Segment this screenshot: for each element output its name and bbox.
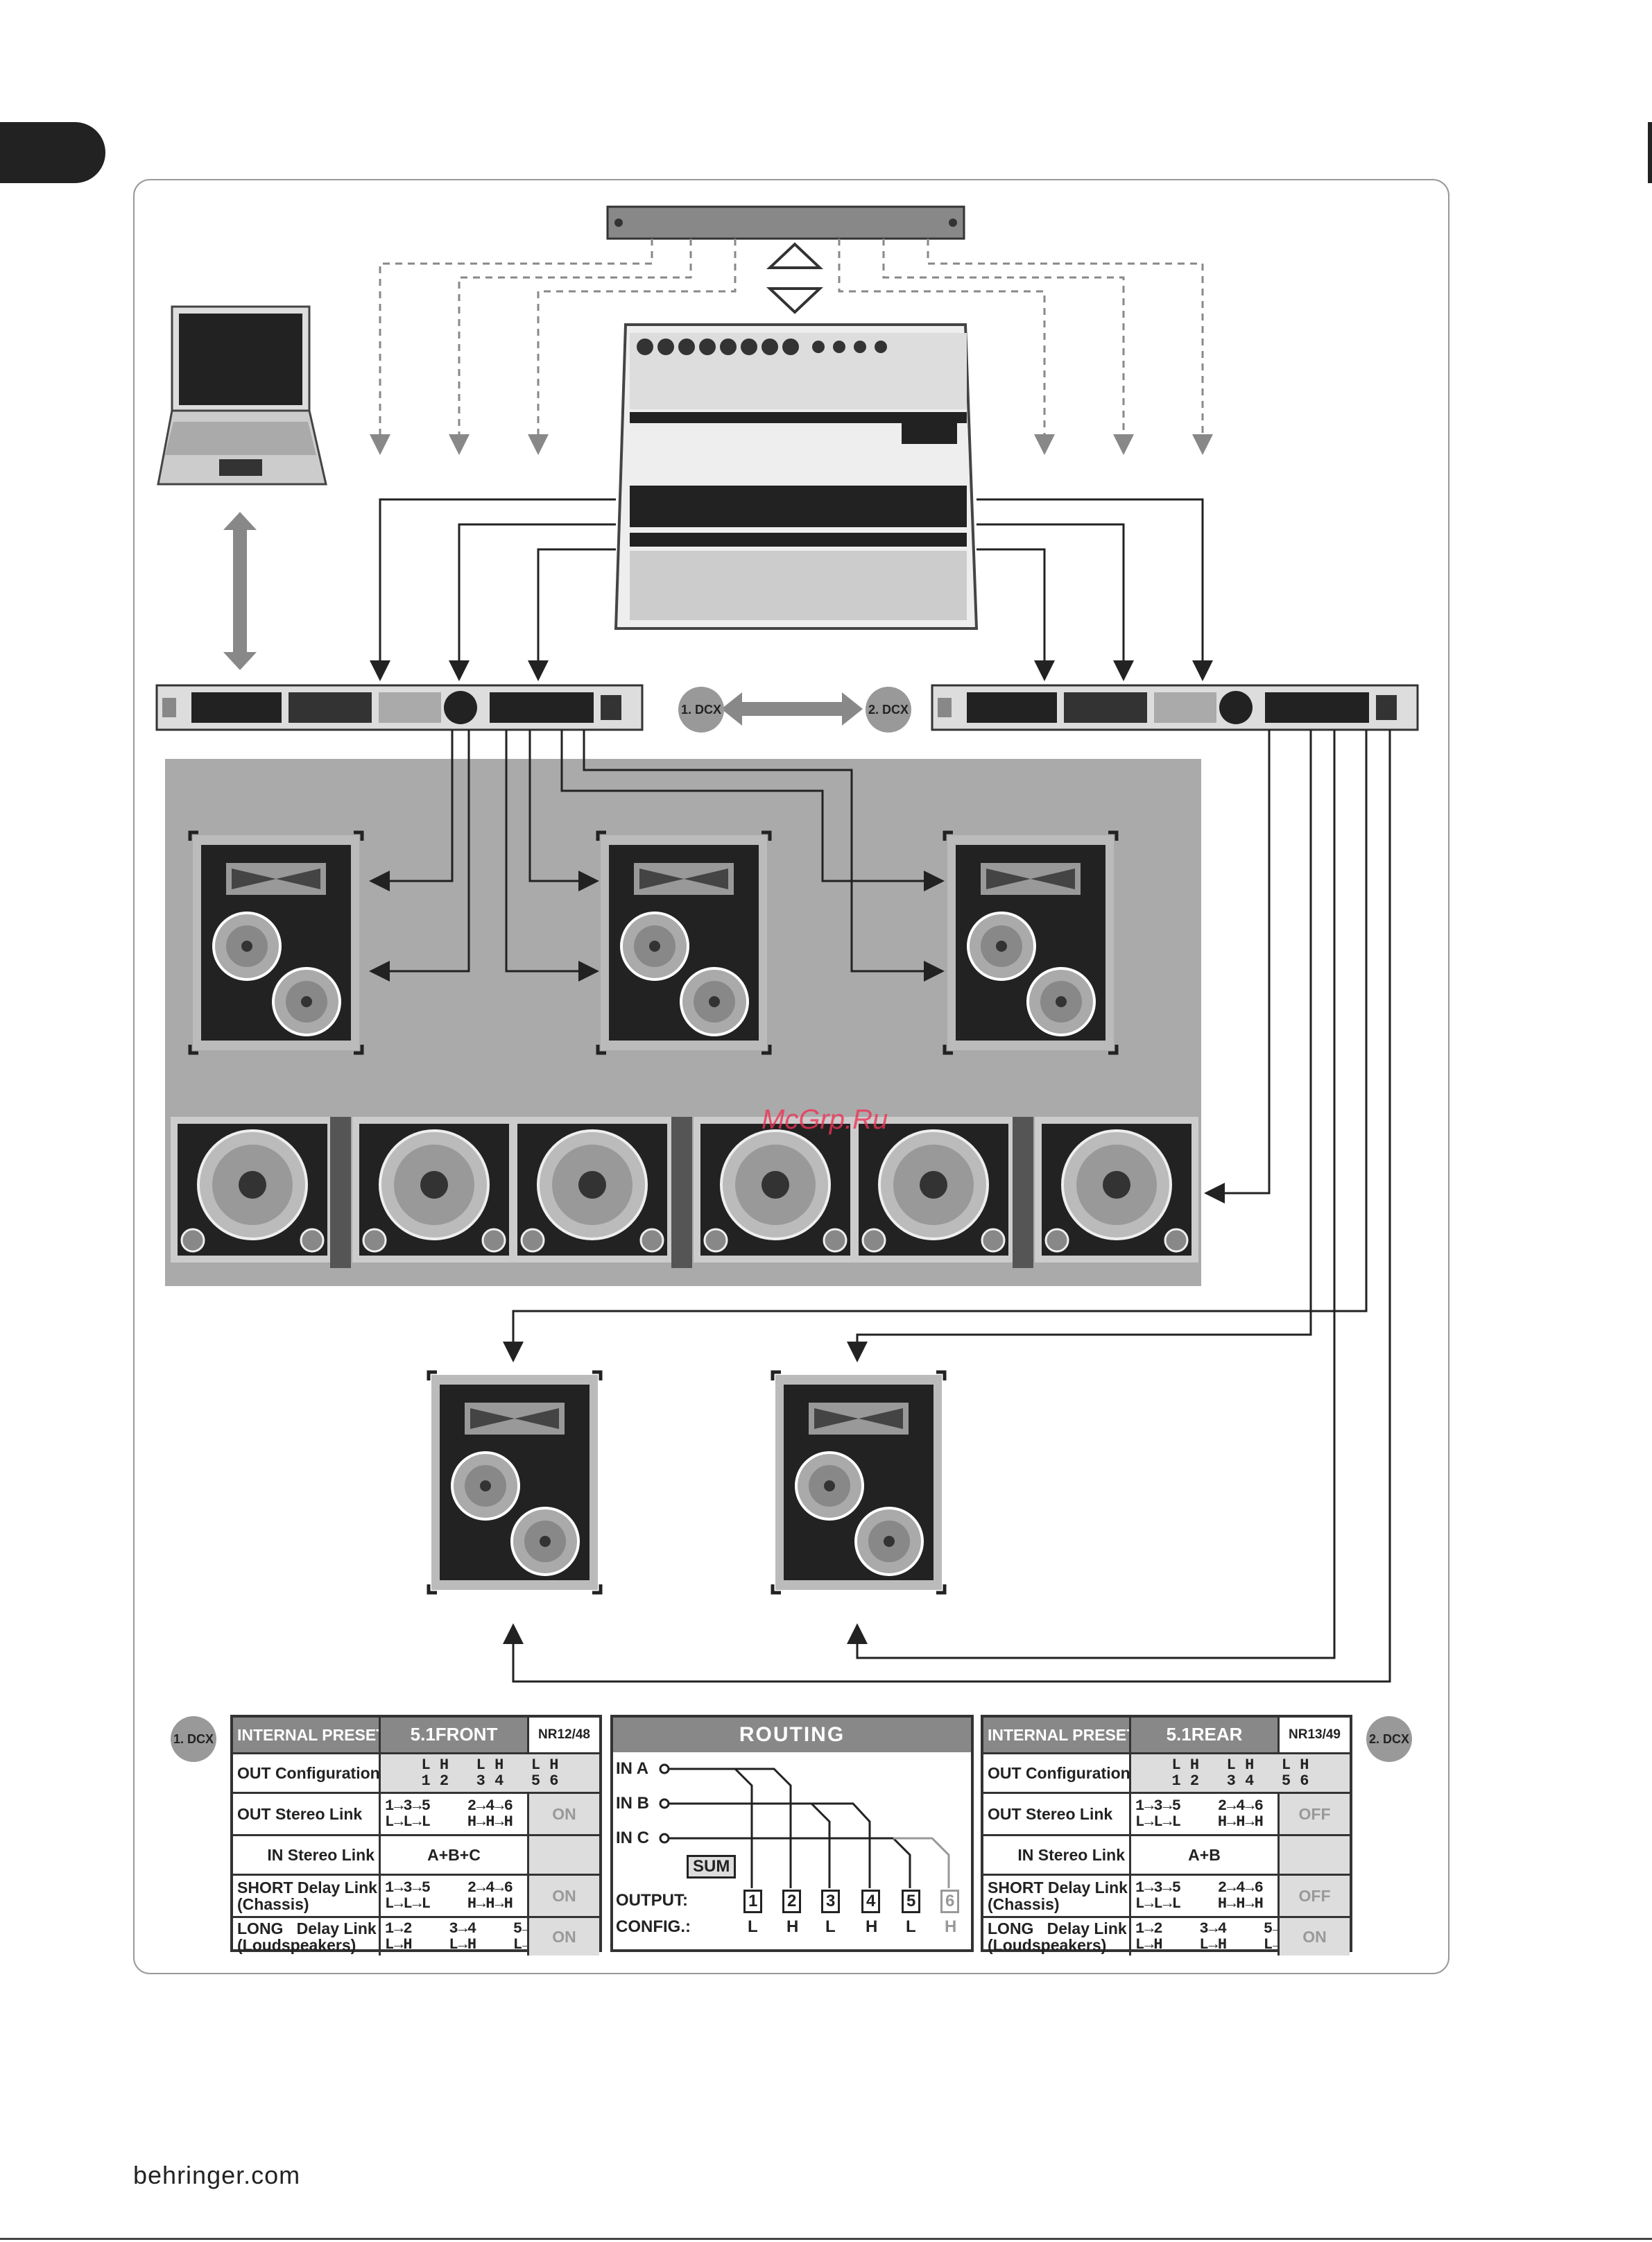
front-left-speaker <box>190 832 362 1053</box>
routing-output-4: 4 <box>861 1890 881 1913</box>
routing-output-3: 3 <box>821 1890 841 1913</box>
dcx-2 <box>931 684 1419 731</box>
watermark: McGrp.Ru <box>762 1104 888 1135</box>
routing-title: ROUTING <box>613 1718 971 1752</box>
row-value: 1→2 3→4 5→6 L→H L→H L→H <box>379 1918 540 1956</box>
routing-config-1: L <box>748 1917 758 1936</box>
routing-input-c: IN C <box>616 1829 649 1847</box>
row-label: IN Stereo Link <box>1017 1845 1125 1864</box>
bottom-rule <box>0 2238 1652 2240</box>
routing-input-b: IN B <box>616 1794 649 1813</box>
diagram-frame <box>133 179 1449 1974</box>
laptop <box>157 305 327 486</box>
footer-url[interactable]: behringer.com <box>133 2161 301 2189</box>
preset-value: 5.1FRONT <box>379 1718 527 1752</box>
row-value: L H L H L H 1 2 3 4 5 6 <box>379 1754 599 1792</box>
row-label: IN Stereo Link <box>267 1845 375 1864</box>
dcx2-badge: 2. DCX <box>866 687 911 733</box>
routing-output-5: 5 <box>902 1890 921 1913</box>
row-state: OFF <box>1277 1876 1350 1916</box>
routing-output-6: 6 <box>940 1890 960 1913</box>
routing-config-5: L <box>906 1917 916 1936</box>
row-label: LONG Delay Link (Loudspeakers) <box>988 1919 1127 1954</box>
routing-panel: ROUTING <box>610 1715 974 1952</box>
routing-output-label: OUTPUT: <box>616 1891 688 1910</box>
row-state: OFF <box>1277 1794 1350 1834</box>
table-front-badge: 1. DCX <box>171 1716 216 1762</box>
row-label: LONG Delay Link (Loudspeakers) <box>237 1919 377 1954</box>
preset-label: INTERNAL PRESET <box>233 1718 386 1752</box>
front-preset-table: INTERNAL PRESET 5.1FRONT NR12/48 OUT Con… <box>230 1715 602 1956</box>
subwoofer-row <box>169 1115 1200 1268</box>
row-state: ON <box>1277 1918 1350 1956</box>
row-value: 1→3→5 2→4→6 L→L→L H→H→H <box>1129 1876 1277 1916</box>
row-label: SHORT Delay Link (Chassis) <box>988 1878 1128 1913</box>
row-value: A+B <box>1129 1836 1277 1874</box>
routing-config-3: L <box>825 1917 836 1936</box>
preset-code: NR12/48 <box>527 1718 599 1752</box>
dcx-1 <box>155 684 644 731</box>
front-right-speaker <box>945 832 1117 1053</box>
page-tab <box>0 122 105 183</box>
routing-config-2: H <box>786 1917 799 1936</box>
row-label: OUT Stereo Link <box>988 1804 1113 1823</box>
rear-right-speaker <box>773 1372 945 1593</box>
row-value: 1→3→5 2→4→6 L→L→L H→H→H <box>379 1876 527 1916</box>
rear-left-speaker <box>429 1372 601 1593</box>
routing-output-2: 2 <box>782 1890 802 1913</box>
row-label: SHORT Delay Link (Chassis) <box>237 1878 377 1913</box>
rack-unit <box>606 205 965 240</box>
routing-output-1: 1 <box>743 1890 763 1913</box>
row-value: 1→3→5 2→4→6 L→L→L H→H→H <box>1129 1794 1277 1834</box>
page-edge-bar <box>1648 122 1652 183</box>
row-value: A+B+C <box>379 1836 527 1874</box>
routing-input-a: IN A <box>616 1759 649 1778</box>
row-label: OUT Stereo Link <box>237 1804 363 1823</box>
routing-config-4: H <box>866 1917 878 1936</box>
row-value: L H L H L H 1 2 3 4 5 6 <box>1129 1754 1350 1792</box>
center-speaker <box>598 832 770 1053</box>
row-label: OUT Configuration <box>988 1763 1130 1782</box>
routing-config-label: CONFIG.: <box>616 1917 691 1936</box>
routing-config-6: H <box>945 1917 957 1936</box>
routing-sum: SUM <box>687 1855 737 1879</box>
row-value: 1→3→5 2→4→6 L→L→L H→H→H <box>379 1794 527 1834</box>
row-state: ON <box>527 1918 599 1956</box>
preset-code: NR13/49 <box>1277 1718 1350 1752</box>
rear-preset-table: INTERNAL PRESET 5.1REAR NR13/49 OUT Conf… <box>981 1715 1352 1956</box>
row-state: ON <box>527 1876 599 1916</box>
row-label: OUT Configuration <box>237 1763 380 1782</box>
preset-value: 5.1REAR <box>1129 1718 1277 1752</box>
mixer <box>614 323 979 630</box>
row-state: ON <box>527 1794 599 1834</box>
table-rear-badge: 2. DCX <box>1366 1716 1412 1762</box>
dcx1-badge: 1. DCX <box>678 687 724 733</box>
row-value: 1→2 3→4 5→6 L→H L→H L→H <box>1129 1918 1291 1956</box>
preset-label: INTERNAL PRESET <box>983 1718 1136 1752</box>
